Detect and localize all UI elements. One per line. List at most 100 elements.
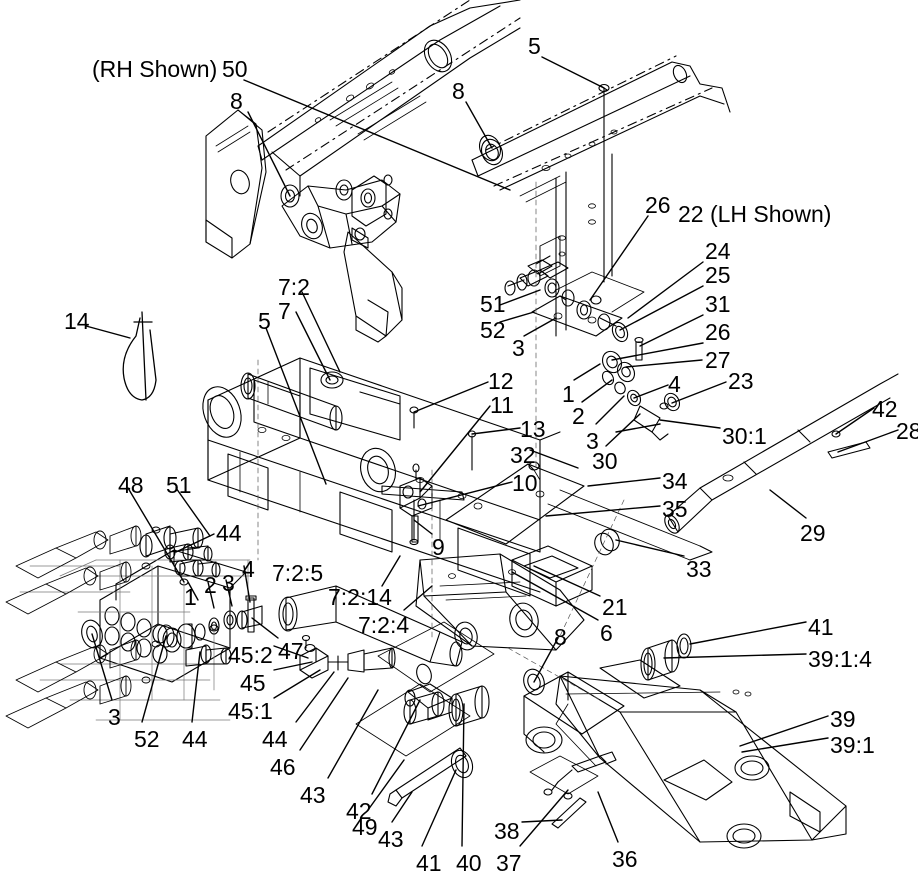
leader-line-27 [625,359,703,368]
callout-13: 13 [520,416,546,442]
leader-line-23 [671,381,727,404]
callout-9: 9 [432,534,445,560]
callout-4: 4 [668,371,681,397]
callout-7-2-5: 7:2:5 [272,560,324,586]
callout-44: 44 [216,520,242,546]
valve-45 [299,634,396,679]
leader-line-13 [471,427,521,435]
lower-swing-arm [415,553,585,651]
leader-line-43 [391,791,413,823]
leader-line-50 [243,79,511,191]
leader-line-1 [187,581,199,601]
callout-1: 1 [184,584,197,610]
pivot-bracket-50 [280,174,401,249]
callout-25: 25 [705,262,731,288]
leader-line-7-2 [301,291,341,373]
leader-line-41 [689,621,807,645]
fastener-37 [563,792,573,800]
leader-line-45-2 [273,645,309,659]
callout-31: 31 [705,291,731,317]
leader-line-45 [273,661,313,671]
leader-line-41 [421,769,457,847]
callout-45-1: 45:1 [228,698,273,724]
lift-arm-upper-left [205,109,267,259]
callout-2: 2 [204,572,217,598]
bolt-47 [245,595,257,633]
ghost-outline-bottom [355,621,495,757]
callout-38: 38 [494,818,520,844]
callout-49: 49 [352,814,378,840]
leader-line-26 [589,215,649,301]
callout-39-1: 39:1 [830,732,875,758]
fitting-chain-left [162,605,263,653]
leader-line-4 [243,565,251,603]
hydraulic-cylinder-29 [664,373,899,534]
leader-line-3 [523,317,557,337]
leader-line-7 [295,311,331,381]
leader-line-29 [769,489,807,519]
leader-line-12 [413,381,489,413]
leader-line-42 [835,407,875,435]
leader-line-44 [191,651,201,723]
leader-line-7-2-14 [381,555,401,587]
leader-line-4 [633,384,669,399]
callout-26: 26 [705,319,731,345]
bushing-3914 [640,639,680,681]
callout-32: 32 [510,442,536,468]
callout-3: 3 [586,428,599,454]
leader-line-11 [419,405,491,493]
leader-line-3 [91,633,113,701]
upper-frame-rail-right [471,55,731,203]
leader-line-34 [587,477,661,487]
leader-line-14 [85,325,131,339]
callout-8: 8 [554,624,567,650]
callout-52: 52 [134,726,160,752]
callout-3: 3 [108,704,121,730]
hairpin-clip-14 [122,311,157,401]
leader-line-24 [627,261,704,319]
leader-line-44 [175,533,215,553]
callout-50: 50 [222,56,248,82]
fastener-36 [543,751,617,796]
bolt-9 [411,515,419,543]
leader-line-21 [533,565,601,597]
leader-line-28 [837,429,899,453]
fastener-38 [551,797,587,829]
leader-line-52 [141,635,167,723]
callout-12: 12 [488,368,514,394]
lift-arm-mid [343,231,403,343]
callout-39: 39 [830,706,856,732]
leader-line-5 [541,56,605,89]
leader-line-37 [519,789,569,847]
leader-line-48 [127,487,185,583]
callout-4: 4 [242,556,255,582]
leader-line-49 [367,759,405,811]
callout-10: 10 [512,470,538,496]
callout-28: 28 [896,418,918,444]
leader-line-51 [499,289,541,306]
callout-30-1: 30:1 [722,423,767,449]
rear-frame-39 [555,659,847,849]
bushing-8-bottom [523,668,545,696]
bushing-42-low [416,663,432,685]
callout-36: 36 [612,846,638,872]
callout-46: 46 [270,754,296,780]
callout-8: 8 [230,88,243,114]
leader-line-44 [295,671,335,723]
leader-line-38 [521,819,563,823]
callout-7-2: 7:2 [278,274,310,300]
bushing-33 [594,528,620,556]
fitting-chain-left-2 [185,644,232,667]
callout-5: 5 [258,308,271,334]
callout-34: 34 [662,468,688,494]
hydraulic-cylinder-upper-left [240,372,343,431]
leader-line-30-1 [659,419,721,429]
callout-26: 26 [645,192,671,218]
leader-line-1 [573,363,601,381]
leader-line-8 [533,637,559,683]
leader-line-47 [251,617,279,639]
leader-line-9 [413,519,433,535]
callout-42: 42 [872,396,898,422]
